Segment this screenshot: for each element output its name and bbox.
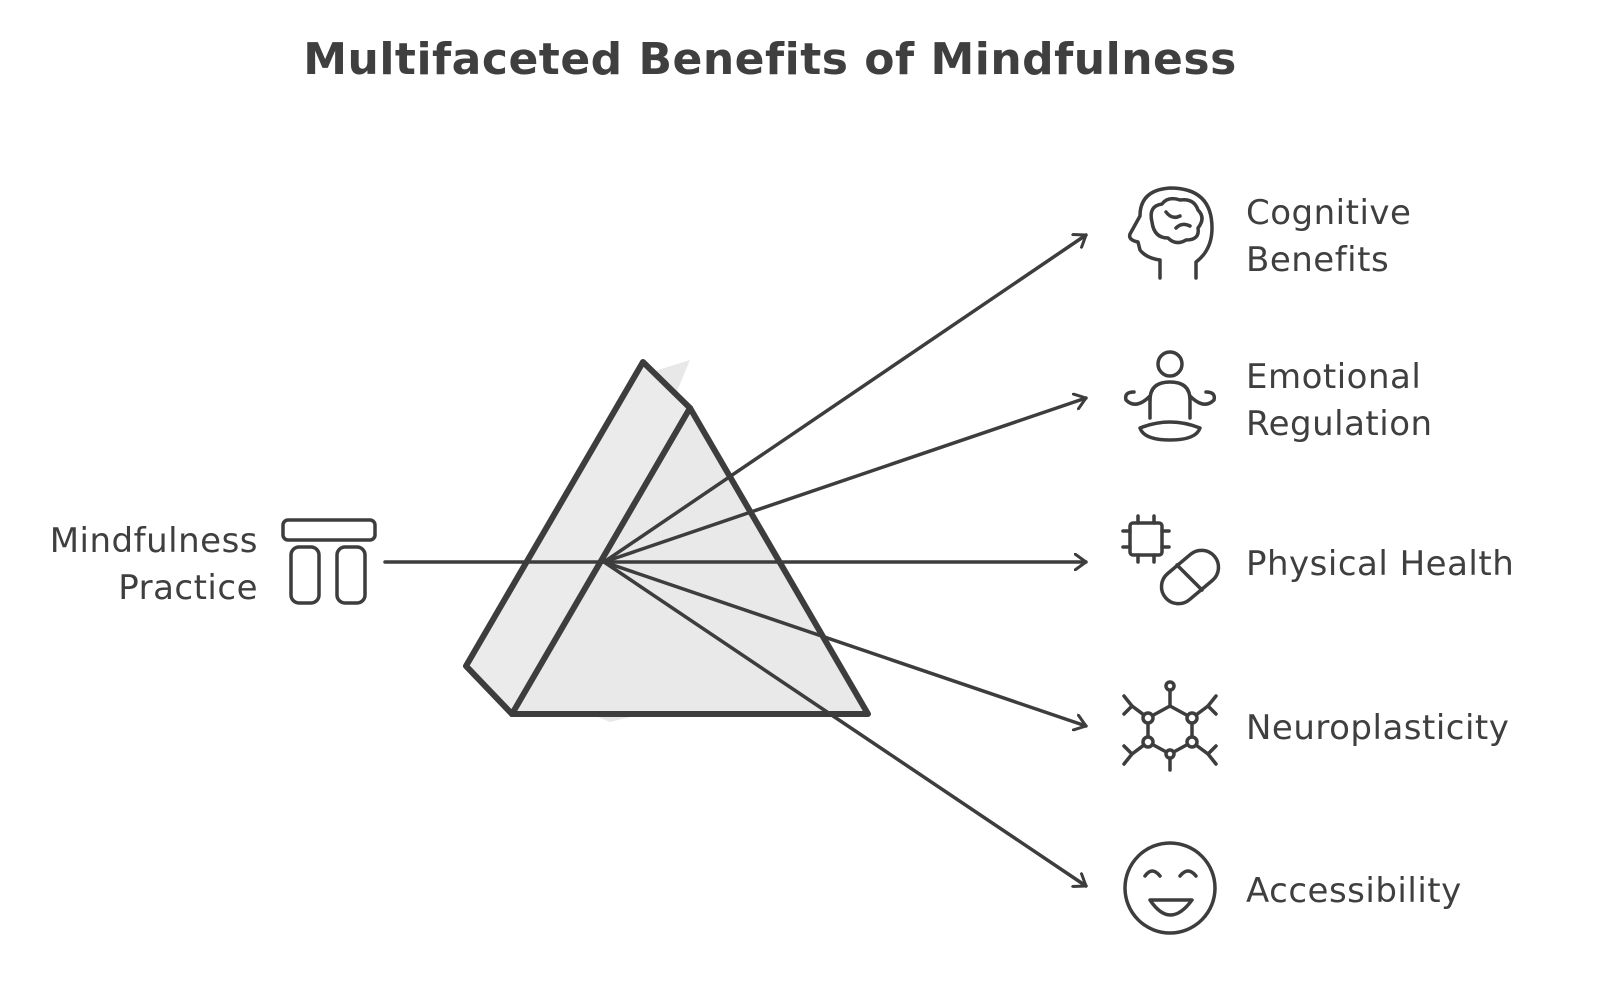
diagram-title: Multifaceted Benefits of Mindfulness xyxy=(303,34,1237,85)
smiley-face-icon xyxy=(1123,841,1217,935)
source-label-line-1: Mindfulness xyxy=(49,521,258,561)
arrow-neuroplasticity xyxy=(602,560,1088,726)
benefit-label-line: Benefits xyxy=(1246,240,1390,280)
chip-pill-icon xyxy=(1121,514,1221,606)
benefit-label-line: Regulation xyxy=(1246,404,1433,444)
arrow-emotional xyxy=(602,398,1088,564)
benefit-label-line: Cognitive xyxy=(1246,193,1412,233)
meditation-person-icon xyxy=(1123,350,1217,442)
brain-head-icon xyxy=(1127,186,1214,280)
output-beams xyxy=(602,235,1088,886)
benefit-label-line: Neuroplasticity xyxy=(1246,708,1510,748)
benefit-label-physical: Physical Health xyxy=(1246,541,1514,588)
benefit-label-neuroplasticity: Neuroplasticity xyxy=(1246,705,1509,752)
benefit-label-accessibility: Accessibility xyxy=(1246,868,1462,915)
benefit-label-cognitive: Cognitive Benefits xyxy=(1246,190,1411,284)
benefit-label-emotional: Emotional Regulation xyxy=(1246,354,1433,448)
benefit-label-line: Physical Health xyxy=(1246,544,1515,584)
benefit-label-line: Emotional xyxy=(1246,357,1422,397)
benefit-label-line: Accessibility xyxy=(1246,871,1462,911)
molecule-network-icon xyxy=(1122,680,1218,772)
source-label-line-2: Practice xyxy=(118,568,258,608)
arrow-cognitive xyxy=(602,235,1088,564)
source-label: Mindfulness Practice xyxy=(20,518,258,612)
stone-pillars-icon xyxy=(281,518,377,605)
arrow-accessibility xyxy=(602,560,1088,886)
